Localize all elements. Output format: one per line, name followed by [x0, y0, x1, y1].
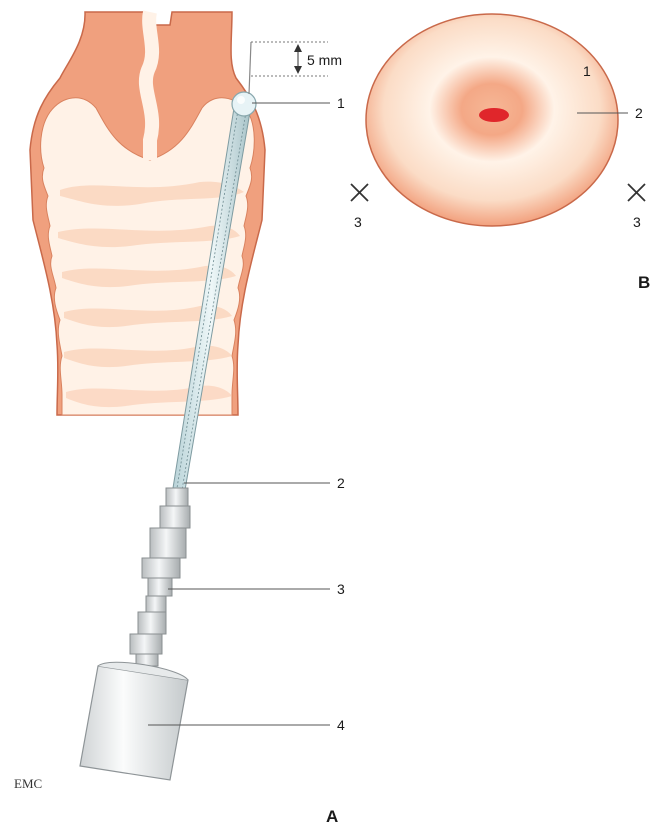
label-b-3-right: 3	[633, 214, 641, 230]
cross-mark-right	[628, 184, 645, 201]
cervical-os-spot	[479, 108, 509, 122]
label-a-2: 2	[337, 475, 345, 491]
catheter-tip-balloon	[232, 92, 256, 116]
label-b-3-left: 3	[354, 214, 362, 230]
label-a-1: 1	[337, 95, 345, 111]
label-b-2: 2	[635, 105, 643, 121]
five-mm-marker	[249, 42, 328, 94]
signature-mark: EMC	[14, 776, 42, 791]
fundus-septum	[146, 12, 152, 160]
label-a-4: 4	[337, 717, 345, 733]
panel-a-letter: A	[326, 807, 338, 826]
measure-label: 5 mm	[307, 52, 342, 68]
syringe-adapter	[130, 596, 166, 654]
label-a-3: 3	[337, 581, 345, 597]
syringe-barrel	[80, 654, 188, 780]
catheter-connector	[142, 488, 190, 596]
panel-b-letter: B	[638, 273, 650, 292]
label-b-1: 1	[583, 63, 591, 79]
cross-mark-left	[351, 184, 368, 201]
